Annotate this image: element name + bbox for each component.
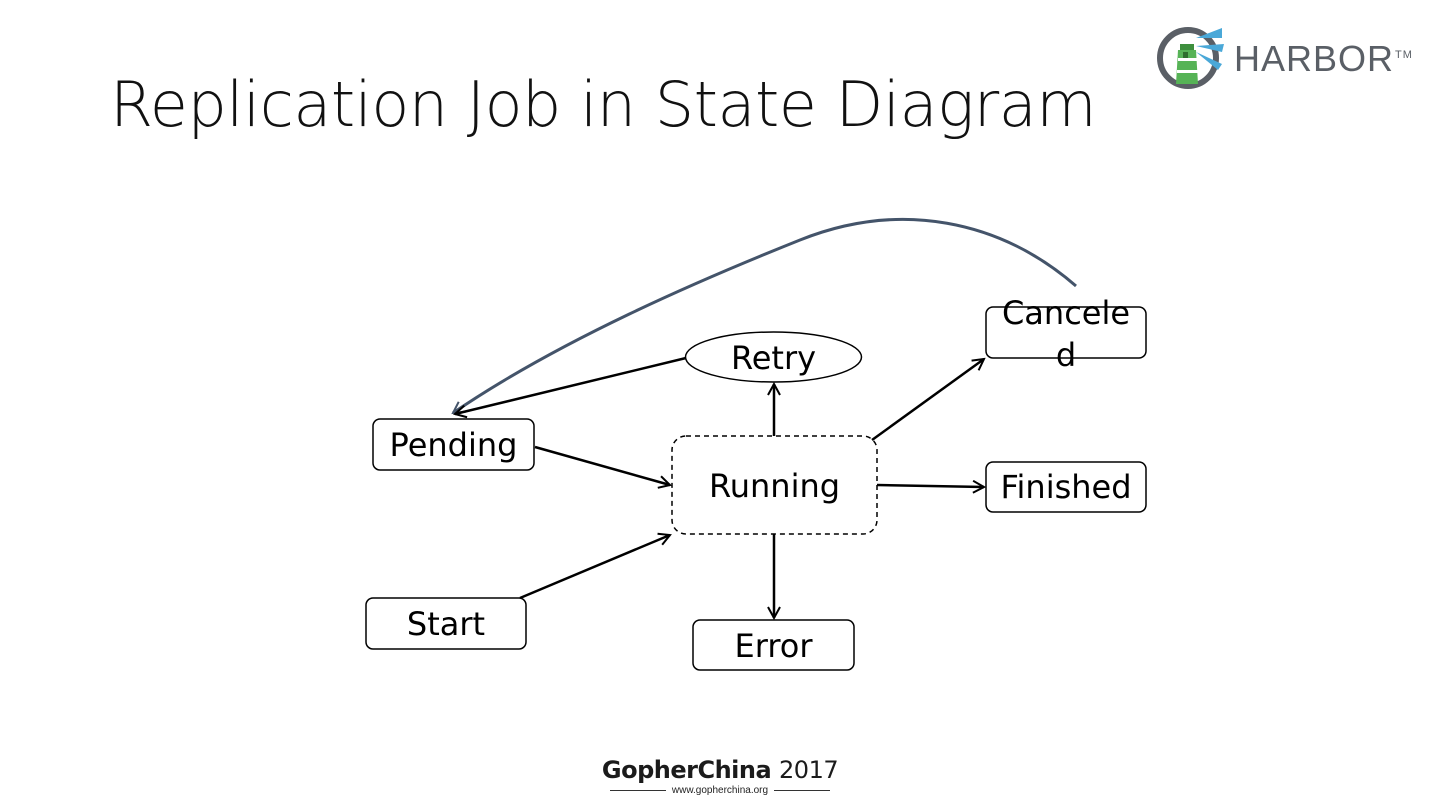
node-pending-label: Pending [390,426,518,464]
logo-wordmark: HARBOR [1234,38,1395,79]
node-pending: Pending [372,418,535,471]
harbor-lighthouse-icon [1157,27,1224,89]
node-retry: Retry [684,331,863,383]
node-error: Error [692,619,855,671]
footer-brand: GopherChina [601,756,772,784]
slide-title: Replication Job in State Diagram [110,68,1097,141]
footer-branding: GopherChina 2017 www.gopherchina.org [600,756,840,802]
edge-running-to-canceled [871,359,984,442]
node-canceled: Cancele d [985,294,1147,374]
node-error-label: Error [735,627,814,665]
edge-pending-to-running [534,445,670,485]
edge-canceled-to-pending [453,217,1077,415]
node-finished-label: Finished [1000,468,1131,506]
footer-url: www.gopherchina.org [671,785,769,796]
node-start-label: Start [407,605,485,643]
edge-start-to-running [519,535,670,600]
harbor-logo: HARBORTM [1156,24,1416,94]
node-retry-label: Retry [731,339,816,377]
edge-running-to-finished [876,485,984,487]
footer-divider-right [774,790,831,791]
node-running: Running [671,435,878,535]
node-canceled-label-line1: Cancele [1002,294,1130,332]
footer-divider-left [609,790,666,791]
node-finished: Finished [985,461,1147,513]
logo-trademark: TM [1395,49,1413,61]
edge-retry-to-pending [455,356,687,414]
node-canceled-label-line2: d [1056,336,1076,374]
node-running-label: Running [709,467,840,505]
footer-year: 2017 [779,756,839,784]
node-start: Start [365,597,527,650]
